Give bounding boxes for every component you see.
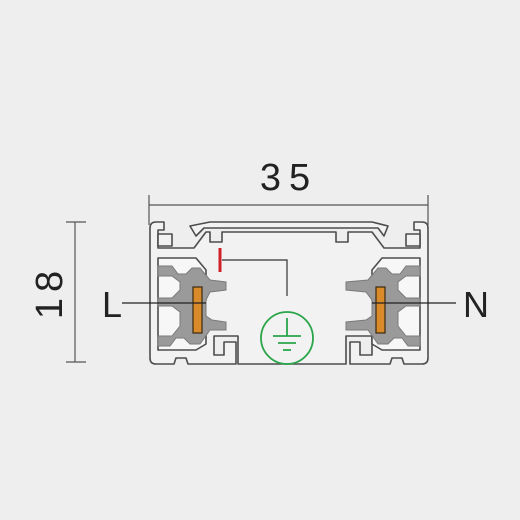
live-terminal-label: L	[102, 284, 122, 325]
profile-top-rail	[189, 221, 389, 237]
width-dimension: 35	[148, 157, 429, 225]
ground-symbol-icon	[260, 311, 314, 365]
height-dimension: 18	[29, 221, 86, 363]
neutral-terminal-callout: N	[372, 284, 489, 325]
profile-notch-right	[405, 233, 421, 247]
width-dimension-label: 35	[260, 157, 318, 199]
left-conductor	[192, 286, 203, 334]
right-insulator	[345, 265, 421, 347]
left-insulator-body	[157, 265, 227, 347]
profile-notch-left	[157, 233, 173, 247]
left-insulator	[157, 265, 227, 347]
neutral-terminal-label: N	[463, 284, 489, 325]
height-dimension-label: 18	[29, 265, 71, 319]
earth-leader-line	[222, 259, 288, 296]
right-conductor	[375, 286, 386, 334]
live-terminal-callout: L	[102, 284, 206, 325]
